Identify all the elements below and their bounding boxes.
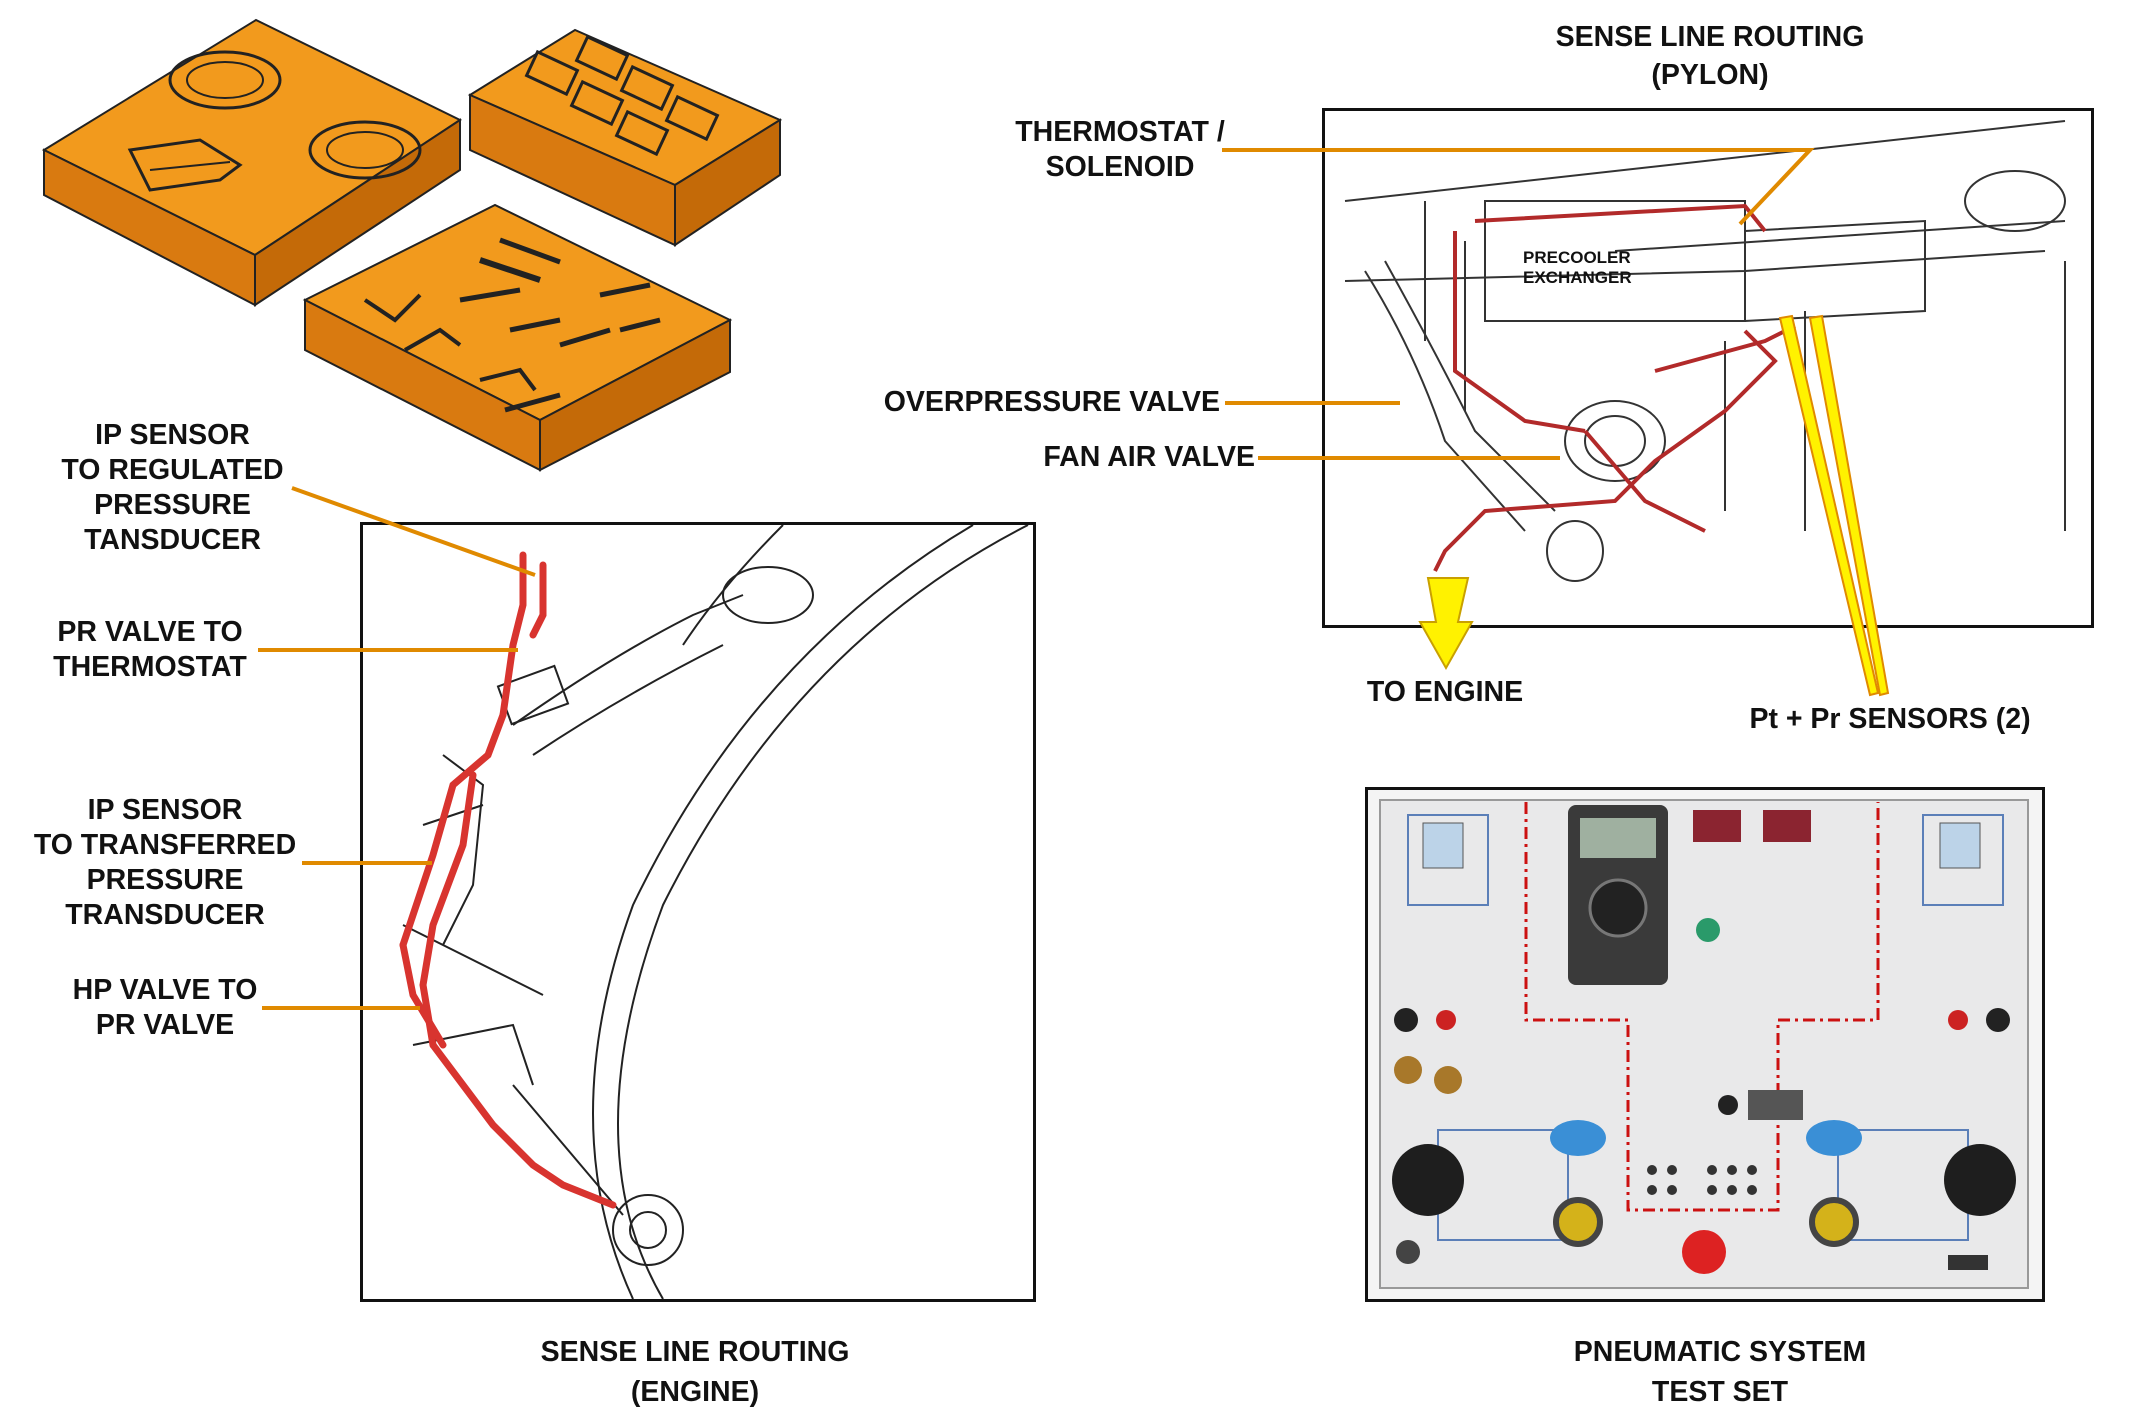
tool-tray-1	[41, 18, 463, 307]
pylon-diagram-frame: PRECOOLER EXCHANGER	[1322, 108, 2094, 628]
precooler-label-line-2: EXCHANGER	[1523, 268, 1632, 287]
callout-hp-pr-line-1: HP VALVE TO	[72, 974, 258, 1006]
callout-to-engine: TO ENGINE	[1366, 676, 1524, 708]
callout-thermostat-line-1: THERMOSTAT /	[1015, 116, 1225, 148]
precooler-label-line-1: PRECOOLER	[1523, 248, 1631, 267]
callout-hp-pr-line-2: PR VALVE	[95, 1009, 235, 1041]
tool-kit-illustration	[41, 18, 783, 472]
callout-ip-regulated-line-4: TANSDUCER	[84, 524, 261, 556]
callout-thermostat-line-2: SOLENOID	[1045, 151, 1195, 183]
test-set-title-line-1: PNEUMATIC SYSTEM	[1573, 1336, 1867, 1368]
tool-tray-3	[302, 203, 733, 472]
test-set-panel	[1379, 799, 2029, 1289]
callout-ip-regulated-line-2: TO REGULATED	[61, 454, 284, 486]
callout-ip-regulated-line-3: PRESSURE	[94, 489, 251, 521]
callout-pr-thermostat-line-2: THERMOSTAT	[53, 651, 247, 683]
engine-diagram-frame	[360, 522, 1036, 1302]
test-set-photo-frame	[1365, 787, 2045, 1302]
engine-title-line-2: (ENGINE)	[630, 1376, 760, 1408]
callout-ip-transferred-line-2: TO TRANSFERRED	[33, 829, 297, 861]
engine-drawing	[399, 524, 1029, 1300]
callout-ip-transferred-line-1: IP SENSOR	[87, 794, 243, 826]
test-set-title-line-2: TEST SET	[1651, 1376, 1789, 1408]
callout-ip-regulated-line-1: IP SENSOR	[95, 419, 250, 451]
callout-pr-thermostat-line-1: PR VALVE TO	[57, 616, 243, 648]
pylon-title-line-1: SENSE LINE ROUTING	[1555, 21, 1865, 53]
callout-pt-pr-sensors: Pt + Pr SENSORS (2)	[1749, 703, 2031, 735]
callout-ip-transferred-line-4: TRANSDUCER	[65, 899, 265, 931]
pylon-title-line-2: (PYLON)	[1651, 59, 1769, 91]
tool-tray-2	[467, 28, 783, 247]
engine-title-line-1: SENSE LINE ROUTING	[540, 1336, 850, 1368]
callout-fan-air-valve: FAN AIR VALVE	[1043, 441, 1255, 473]
pylon-drawing: PRECOOLER EXCHANGER	[1344, 120, 2066, 582]
callout-overpressure-valve: OVERPRESSURE VALVE	[883, 386, 1220, 418]
callout-ip-transferred-line-3: PRESSURE	[86, 864, 244, 896]
